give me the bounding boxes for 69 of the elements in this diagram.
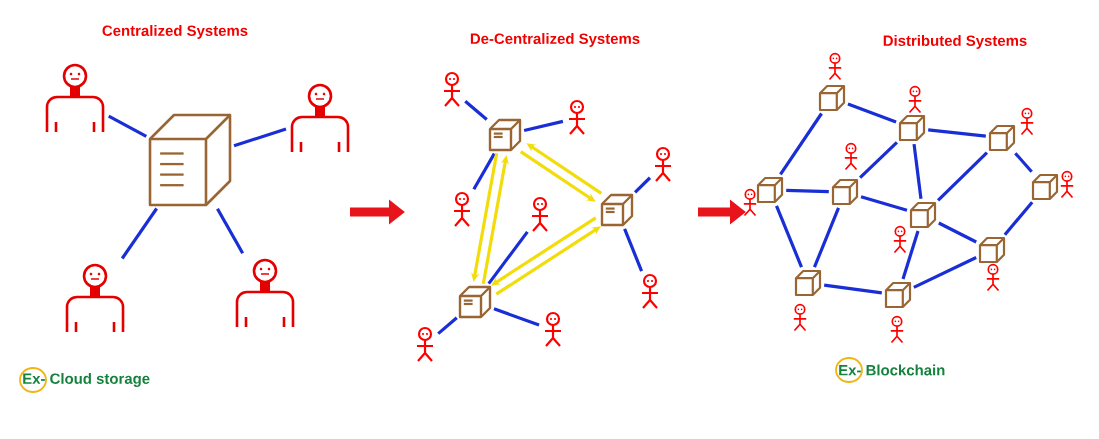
server-drawing bbox=[831, 178, 859, 206]
person-drawing bbox=[290, 83, 350, 154]
connector-line bbox=[216, 207, 245, 255]
server-drawing bbox=[488, 118, 522, 152]
person-drawing bbox=[65, 263, 125, 334]
person-drawing bbox=[827, 52, 843, 81]
connector-line bbox=[107, 114, 148, 138]
connector-line bbox=[523, 119, 564, 133]
server-drawing bbox=[884, 281, 912, 309]
connector-line bbox=[233, 127, 287, 148]
connector-line bbox=[912, 143, 923, 200]
person-drawing bbox=[543, 311, 563, 348]
connector-line bbox=[487, 230, 529, 285]
connector-line bbox=[779, 112, 823, 176]
connector-line bbox=[493, 307, 540, 327]
person-drawing bbox=[567, 99, 587, 136]
server-drawing bbox=[978, 236, 1006, 264]
server-drawing bbox=[909, 201, 937, 229]
connector-line bbox=[775, 205, 803, 268]
person-drawing bbox=[452, 191, 472, 228]
person-drawing bbox=[1019, 107, 1035, 136]
connector-line bbox=[901, 230, 920, 280]
connector-line bbox=[860, 195, 908, 212]
connector-line bbox=[633, 176, 652, 194]
server-drawing bbox=[458, 285, 492, 319]
connector-line bbox=[623, 228, 644, 272]
person-drawing bbox=[640, 273, 660, 310]
connector-line bbox=[813, 207, 841, 268]
example-text: Ex- Blockchain bbox=[839, 364, 945, 376]
person-drawing bbox=[415, 326, 435, 363]
person-drawing bbox=[1059, 170, 1075, 199]
server-drawing bbox=[794, 269, 822, 297]
connector-line bbox=[472, 152, 496, 191]
heading: De-Centralized Systems bbox=[470, 33, 640, 47]
connector-line bbox=[928, 128, 986, 138]
person-drawing bbox=[792, 303, 808, 332]
person-drawing bbox=[892, 225, 908, 254]
server-drawing bbox=[1031, 173, 1059, 201]
connector-line bbox=[847, 102, 897, 124]
person-drawing bbox=[45, 63, 105, 134]
server-drawing bbox=[148, 113, 232, 207]
connector-line bbox=[1003, 201, 1034, 236]
connector-line bbox=[120, 207, 158, 260]
person-drawing bbox=[843, 142, 859, 171]
connector-line bbox=[936, 151, 989, 202]
server-drawing bbox=[818, 84, 846, 112]
person-drawing bbox=[235, 258, 295, 329]
person-drawing bbox=[985, 263, 1001, 292]
connector-line bbox=[786, 188, 829, 194]
connector-line bbox=[913, 256, 977, 289]
example-text: Ex- Cloud storage bbox=[23, 373, 150, 387]
connector-line bbox=[938, 221, 977, 244]
connector-line bbox=[1014, 152, 1033, 173]
person-drawing bbox=[742, 188, 758, 217]
connector-line bbox=[859, 141, 898, 179]
connector-line bbox=[464, 100, 488, 121]
server-drawing bbox=[756, 176, 784, 204]
server-drawing bbox=[898, 114, 926, 142]
server-drawing bbox=[988, 124, 1016, 152]
server-drawing bbox=[600, 193, 634, 227]
person-drawing bbox=[907, 85, 923, 114]
person-drawing bbox=[889, 315, 905, 344]
heading: Distributed Systems bbox=[883, 35, 1027, 49]
person-drawing bbox=[442, 71, 462, 108]
heading: Centralized Systems bbox=[102, 25, 248, 39]
person-drawing bbox=[530, 196, 550, 233]
person-drawing bbox=[653, 146, 673, 183]
connector-line bbox=[823, 283, 883, 295]
connector-line bbox=[437, 316, 458, 335]
